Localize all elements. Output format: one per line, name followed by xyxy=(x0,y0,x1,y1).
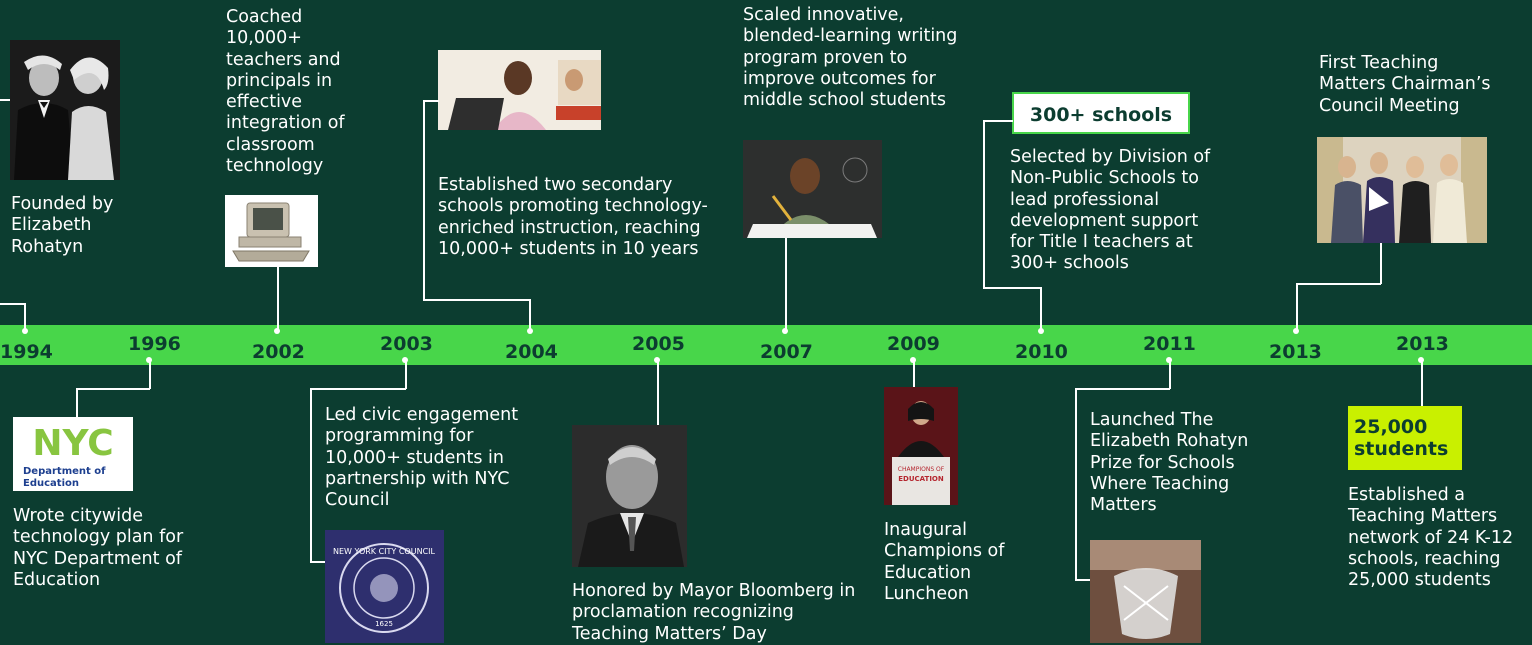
year-2010: 2010 xyxy=(1015,341,1068,363)
timeline-dot-2013b xyxy=(1418,357,1424,363)
connector-1996-h xyxy=(76,388,150,390)
nyc-doe-text-1: Department of xyxy=(23,466,106,477)
event-text-2013a: First Teaching Matters Chairman’s Counci… xyxy=(1319,53,1491,116)
timeline-dot-1994 xyxy=(22,328,28,334)
event-text-2007: Scaled innovative, blended-learning writ… xyxy=(743,5,958,111)
timeline-dot-2011 xyxy=(1166,357,1172,363)
event-text-1994: Founded by Elizabeth Rohatyn xyxy=(11,194,114,257)
nyc-council-seal: NEW YORK CITY COUNCIL 1625 xyxy=(325,530,444,643)
connector-2011-v2 xyxy=(1075,388,1077,580)
chairmans-council-photo xyxy=(1317,137,1487,243)
year-2011: 2011 xyxy=(1143,333,1196,355)
connector-2011-h1 xyxy=(1075,388,1170,390)
connector-2011-h2 xyxy=(1075,579,1091,581)
connector-2010-h1 xyxy=(983,120,1013,122)
year-2013a: 2013 xyxy=(1269,341,1322,363)
connector-2010-v1 xyxy=(983,120,985,288)
rohatyn-couple-photo xyxy=(10,40,120,180)
connector-2004-v2 xyxy=(529,299,531,331)
year-1996: 1996 xyxy=(128,333,181,355)
year-2005: 2005 xyxy=(632,333,685,355)
event-text-2005: Honored by Mayor Bloomberg in proclamati… xyxy=(572,581,856,644)
connector-1994-v xyxy=(24,303,26,331)
event-text-2002: Coached 10,000+ teachers and principals … xyxy=(226,7,345,177)
timeline-dot-2009 xyxy=(910,357,916,363)
year-2004: 2004 xyxy=(505,341,558,363)
connector-1996-v1 xyxy=(149,362,151,389)
timeline-dot-2005 xyxy=(654,357,660,363)
timeline-dot-1996 xyxy=(146,357,152,363)
vintage-computer-photo xyxy=(225,195,318,267)
connector-2004-h2 xyxy=(423,299,530,301)
podium-sign-2: EDUCATION xyxy=(898,475,944,483)
connector-2013a-v1 xyxy=(1380,243,1382,284)
year-2013b: 2013 xyxy=(1396,333,1449,355)
event-text-2009: Inaugural Champions of Education Luncheo… xyxy=(884,520,1005,604)
connector-2003-h2 xyxy=(310,561,326,563)
connector-2011-v1 xyxy=(1169,362,1171,389)
connector-2003-v1 xyxy=(405,362,407,389)
event-text-1996: Wrote citywide technology plan for NYC D… xyxy=(13,506,184,590)
connector-2013b-v xyxy=(1421,362,1423,407)
champions-luncheon-photo: CHAMPIONS OF EDUCATION xyxy=(884,387,958,505)
crystal-prize-photo xyxy=(1090,540,1201,643)
badge-300-schools: 300+ schools xyxy=(1012,92,1190,134)
council-seal-text: NEW YORK CITY COUNCIL xyxy=(333,547,436,556)
connector-1994-photo xyxy=(0,99,10,101)
mayor-bloomberg-photo xyxy=(572,425,687,567)
event-text-2013b: Established a Teaching Matters network o… xyxy=(1348,485,1514,591)
timeline-dot-2007 xyxy=(782,328,788,334)
connector-2009-v xyxy=(913,362,915,388)
year-2002: 2002 xyxy=(252,341,305,363)
nyc-doe-logo: NYC Department of Education xyxy=(13,417,133,491)
boy-writing-photo xyxy=(743,140,882,238)
year-2003: 2003 xyxy=(380,333,433,355)
connector-2003-v2 xyxy=(310,388,312,562)
badge-students-line2: students xyxy=(1354,438,1449,460)
council-seal-year: 1625 xyxy=(375,620,393,628)
event-text-2003: Led civic engagement programming for 10,… xyxy=(325,405,519,511)
badge-students-line1: 25,000 xyxy=(1354,416,1428,438)
nyc-doe-mark: NYC xyxy=(32,423,113,464)
connector-2013a-h xyxy=(1296,283,1381,285)
connector-2010-h2 xyxy=(983,287,1041,289)
connector-1996-v2 xyxy=(76,388,78,418)
timeline-dot-2004 xyxy=(527,328,533,334)
connector-2003-h xyxy=(310,388,406,390)
connector-1994 xyxy=(0,303,25,305)
timeline-band xyxy=(0,325,1532,365)
connector-2013a-v2 xyxy=(1296,283,1298,331)
year-1994: 1994 xyxy=(0,341,53,363)
year-2007: 2007 xyxy=(760,341,813,363)
timeline-dot-2002 xyxy=(274,328,280,334)
connector-2005-v xyxy=(657,362,659,426)
connector-2002-v xyxy=(277,267,279,331)
connector-2010-v2 xyxy=(1040,287,1042,331)
student-laptop-photo xyxy=(438,50,601,130)
event-text-2010: Selected by Division of Non-Public Schoo… xyxy=(1010,147,1211,274)
badge-25000-students: 25,000 students xyxy=(1348,406,1462,470)
year-2009: 2009 xyxy=(887,333,940,355)
connector-2004-v1 xyxy=(423,100,425,300)
connector-2004-h1 xyxy=(423,100,439,102)
connector-2007-v xyxy=(785,238,787,331)
event-text-2011: Launched The Elizabeth Rohatyn Prize for… xyxy=(1090,410,1249,516)
timeline-dot-2013a xyxy=(1293,328,1299,334)
timeline-dot-2010 xyxy=(1038,328,1044,334)
nyc-doe-text-2: Education xyxy=(23,478,79,489)
timeline-dot-2003 xyxy=(402,357,408,363)
event-text-2004: Established two secondary schools promot… xyxy=(438,175,708,259)
podium-sign-1: CHAMPIONS OF xyxy=(898,466,945,473)
